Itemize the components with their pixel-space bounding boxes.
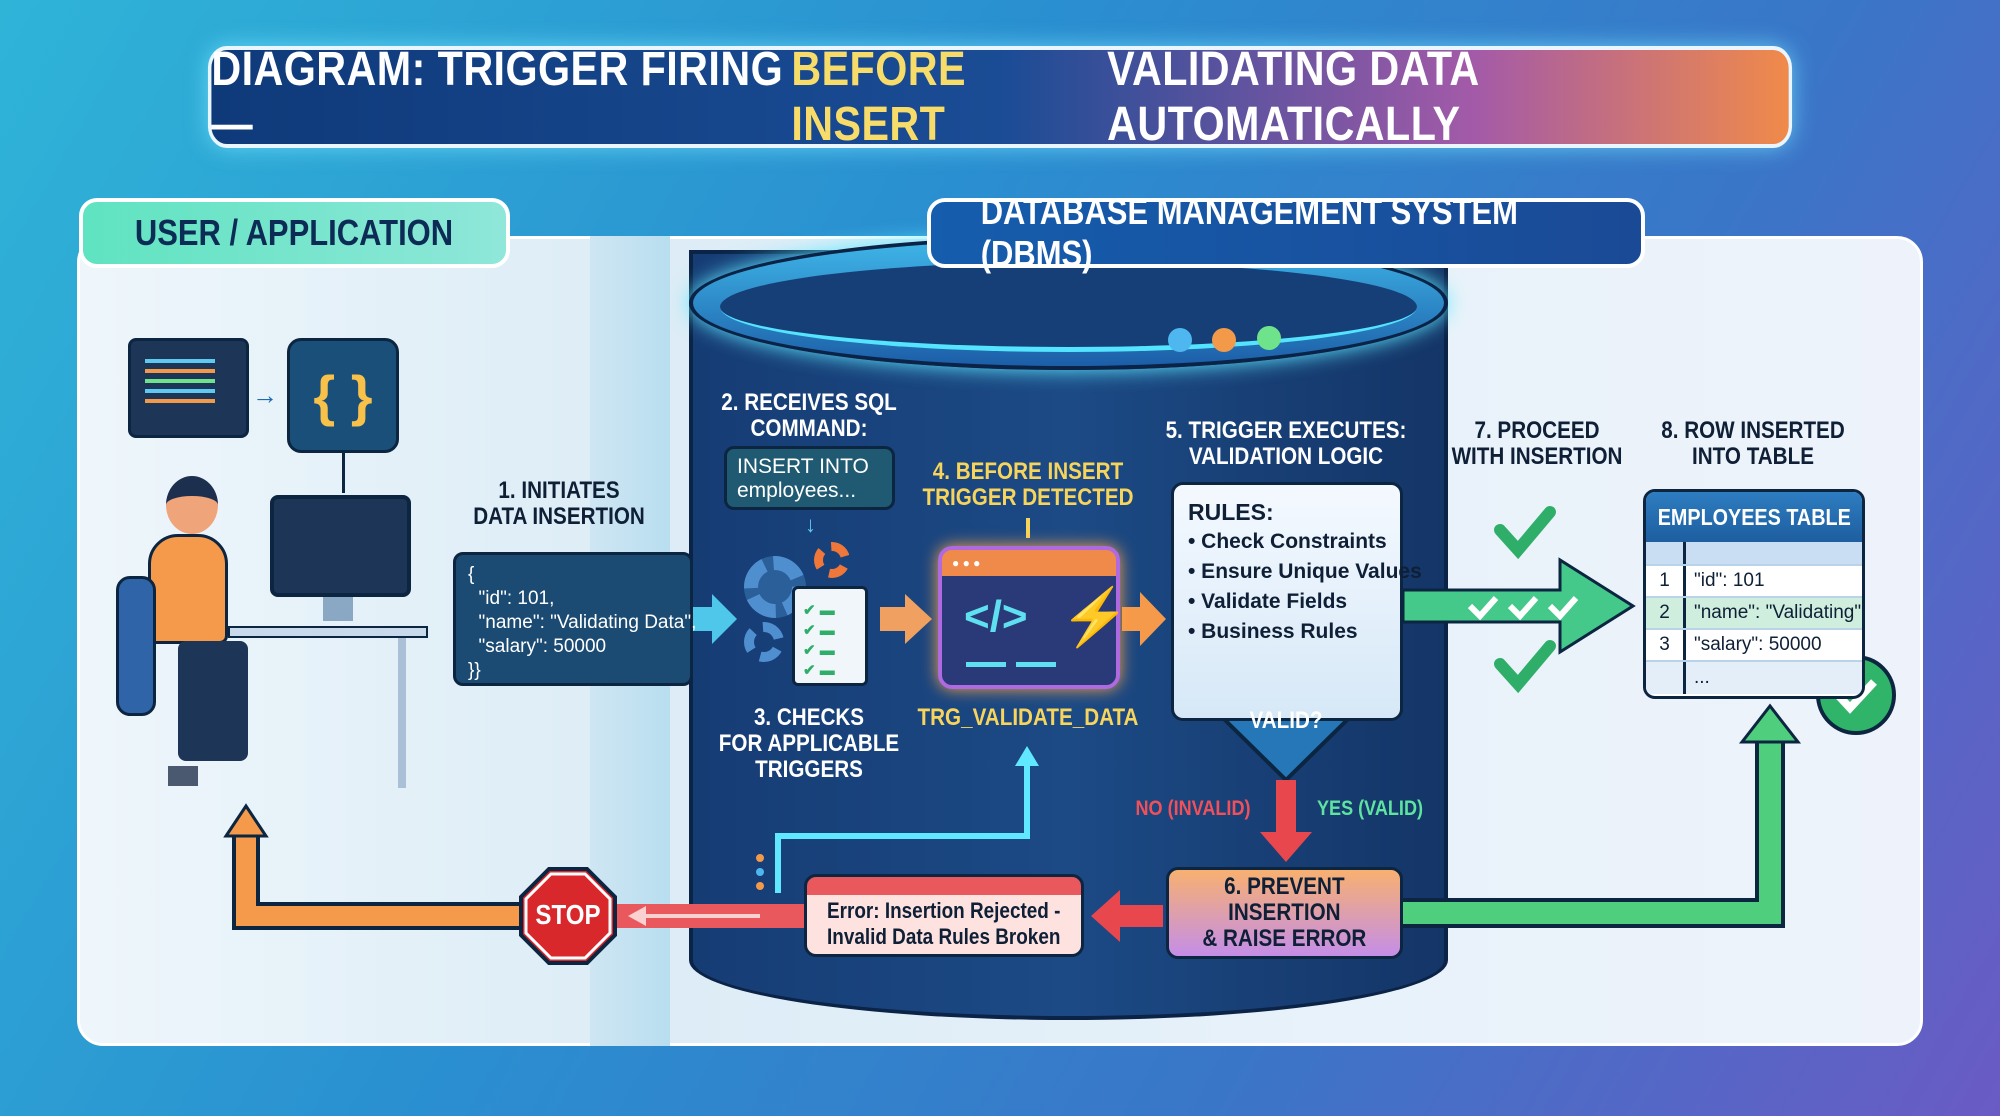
arrow-down-icon: ↓ [805,512,816,537]
arrow-head-up [223,803,269,838]
trigger-name: TRG_VALIDATE_DATA [917,704,1139,731]
error-message-box: Error: Insertion Rejected -Invalid Data … [804,874,1084,957]
arrow-invalid-down [1260,780,1312,862]
trigger-window-icon: ● ● ● </> ⚡ [938,546,1130,689]
check-marks-icon [1467,596,1579,621]
table-row: 1"id": 101 [1646,566,1862,598]
table-row: ... [1646,662,1862,694]
loop-arrow-blue [775,760,1030,893]
validation-rules-box: RULES: • Check Constraints• Ensure Uniqu… [1171,482,1422,721]
table-row: 3"salary": 50000 [1646,630,1862,662]
arrow-to-rules [1122,592,1166,646]
cylinder-top-inner [720,262,1417,352]
json-payload-box: { "id": 101, "name": "Validating Data", … [453,552,696,686]
arrow-proceed-green [1401,557,1636,655]
branch-yes-label: YES (VALID) [1316,797,1424,820]
arrow-to-error [1091,890,1163,942]
branch-no-label: NO (INVALID) [1135,797,1251,820]
arrow-right-icon: → [252,380,278,410]
employees-table: EMPLOYEES TABLE 1"id": 101 2"name": "Val… [1643,489,1865,699]
check-icon [1494,640,1556,694]
check-icon [1494,506,1556,560]
dbms-header: DATABASE MANAGEMENT SYSTEM (DBMS) [927,191,1645,274]
stop-sign-icon [519,867,617,965]
status-light-blue [1168,328,1192,352]
user-application-header: USER / APPLICATION [79,198,510,268]
gears-clipboard-icon: ✔ ▬✔ ▬✔ ▬✔ ▬ [740,542,880,689]
status-light-green [1257,326,1281,350]
decision-label: VALID? [1249,707,1323,734]
connector-line [342,453,345,493]
arrow-to-trigger [880,594,932,644]
arrow-to-gears [693,594,737,644]
status-light-orange [1212,328,1236,352]
stop-sign-label: STOP [535,899,601,930]
code-window-icon [128,338,249,438]
success-path-green [1403,730,1781,924]
developer-illustration [108,466,428,797]
braces-icon: { } [287,338,399,453]
dots-icon [756,854,764,890]
table-row: 2"name": "Validating" [1646,598,1862,630]
return-arrow-orange [236,830,523,926]
step-5-label: 5. TRIGGER EXECUTES:VALIDATION LOGIC [1165,417,1407,470]
diagram-title: DIAGRAM: TRIGGER FIRING — BEFORE INSERT … [207,43,1793,151]
